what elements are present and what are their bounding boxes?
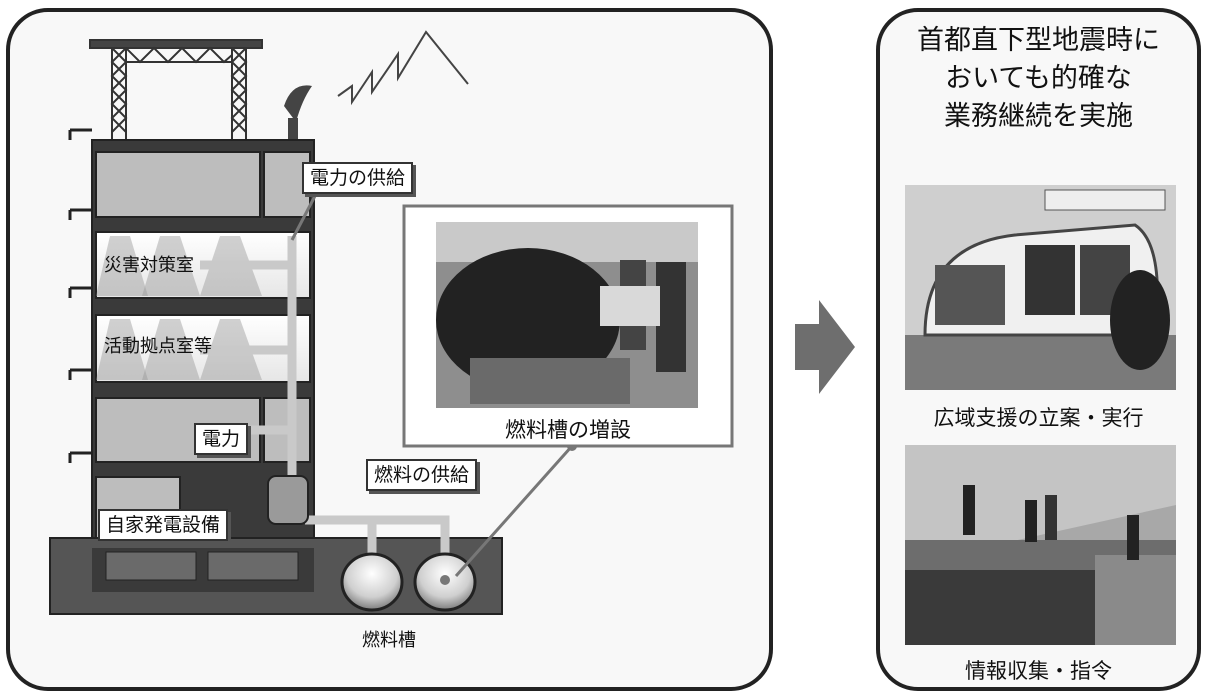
title-line-2: おいても的確な	[945, 63, 1132, 94]
arrow-right-icon	[795, 300, 855, 394]
dish-antenna	[284, 85, 312, 140]
rescue-team-photo	[905, 445, 1176, 645]
building-diagram	[49, 30, 734, 615]
title-line-1: 首都直下型地震時に	[917, 25, 1160, 56]
fuel-supply-callout: 燃料の供給	[366, 459, 478, 491]
title-line-3: 業務継続を実施	[944, 101, 1133, 132]
rescue-photo-caption: 情報収集・指令	[965, 659, 1112, 683]
power-callout: 電力	[194, 423, 249, 455]
generator-callout: 自家発電設備	[98, 509, 229, 541]
fuel-tank-1	[340, 552, 404, 612]
roof-truss	[89, 39, 263, 141]
floor-ledges	[68, 128, 92, 463]
helicopter-photo-caption: 広域支援の立案・実行	[933, 406, 1144, 430]
radio-wave	[337, 30, 469, 106]
activity-base-room-label: 活動拠点室等	[104, 336, 212, 357]
fuel-tank-photo	[436, 222, 698, 404]
tank-photo-caption: 燃料槽の増設	[505, 418, 631, 442]
disaster-hq-room-label: 災害対策室	[104, 255, 194, 276]
fuel-tank-label: 燃料槽	[362, 630, 416, 651]
generator	[267, 475, 309, 525]
helicopter-photo	[905, 185, 1176, 390]
power-supply-callout: 電力の供給	[302, 162, 414, 194]
